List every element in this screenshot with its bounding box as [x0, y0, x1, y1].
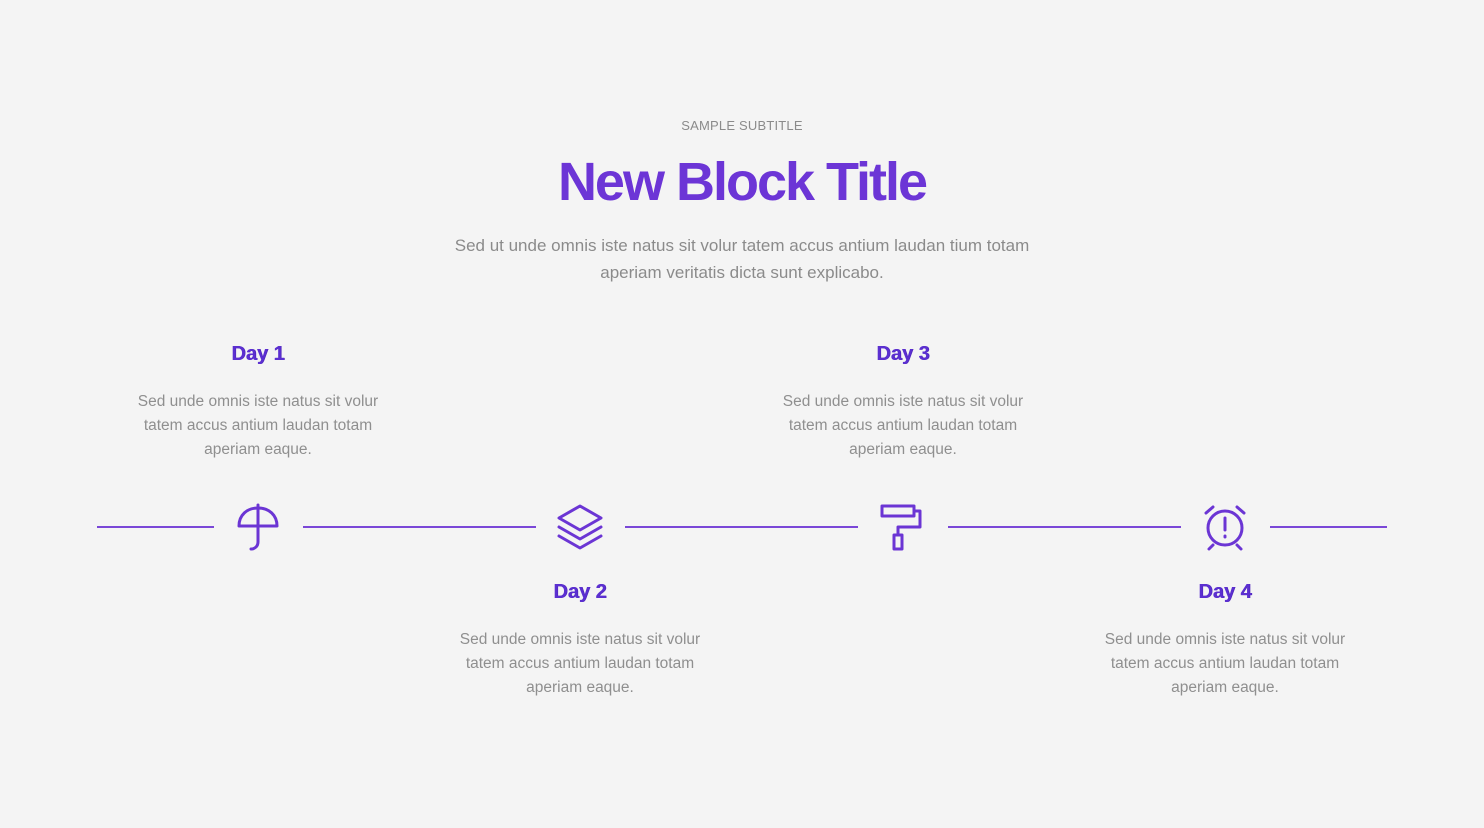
- timeline-line-segment: [97, 526, 214, 528]
- alarm-clock-icon: [1198, 500, 1252, 554]
- timeline-step-description: Sed unde omnis iste natus sit volur tate…: [137, 393, 379, 458]
- timeline-step-title: Day 1: [231, 343, 285, 365]
- timeline-step-title: Day 2: [553, 581, 607, 603]
- timeline-step-2: Day 2 Sed unde omnis iste natus sit volu…: [455, 580, 705, 700]
- timeline-step-3: Day 3 Sed unde omnis iste natus sit volu…: [778, 342, 1028, 462]
- section-subtitle: SAMPLE SUBTITLE: [681, 118, 803, 133]
- timeline-step-title: Day 3: [876, 343, 930, 365]
- timeline-step-description: Sed unde omnis iste natus sit volur tate…: [782, 393, 1024, 458]
- umbrella-icon: [231, 500, 285, 554]
- timeline-step-1: Day 1 Sed unde omnis iste natus sit volu…: [133, 342, 383, 462]
- section-title: New Block Title: [557, 152, 928, 212]
- timeline-step-4: Day 4 Sed unde omnis iste natus sit volu…: [1100, 580, 1350, 700]
- layers-icon: [553, 500, 607, 554]
- timeline-line-segment: [1270, 526, 1387, 528]
- timeline-line-segment: [625, 526, 858, 528]
- paint-roller-icon: [876, 500, 930, 554]
- timeline-line-segment: [948, 526, 1181, 528]
- timeline-step-title: Day 4: [1198, 581, 1252, 603]
- timeline-line-segment: [303, 526, 536, 528]
- section-description: Sed ut unde omnis iste natus sit volur t…: [454, 236, 1030, 282]
- timeline-step-description: Sed unde omnis iste natus sit volur tate…: [1104, 631, 1346, 696]
- timeline-step-description: Sed unde omnis iste natus sit volur tate…: [459, 631, 701, 696]
